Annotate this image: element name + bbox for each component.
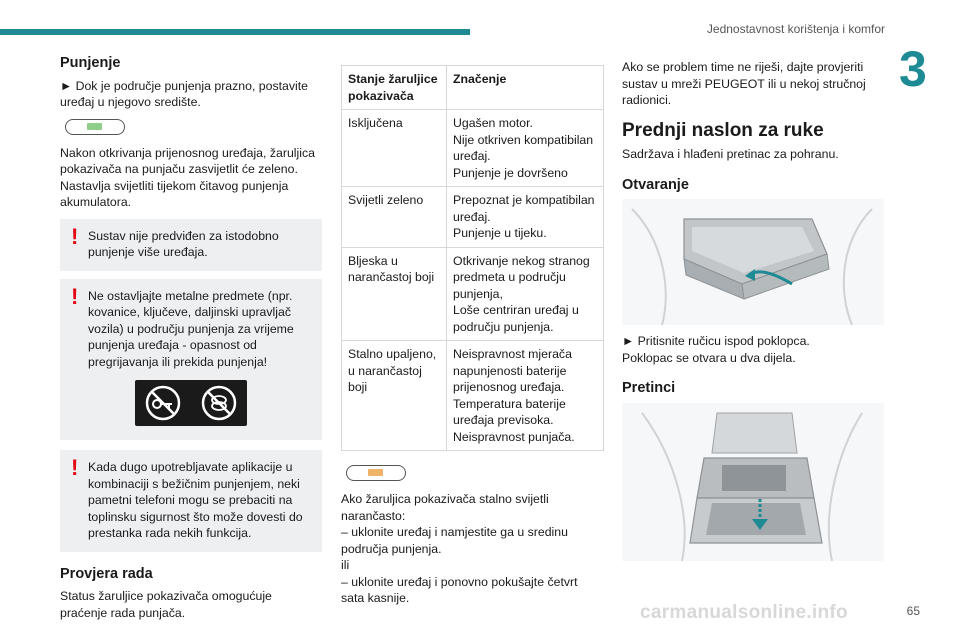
column-right: Ako se problem time ne riješi, dajte pro… (622, 59, 884, 569)
warning-text: Sustav nije predviđen za istodobno punje… (88, 228, 279, 260)
table-cell-meaning: Prepoznat je kompatibilan uređaj. Punjen… (446, 186, 604, 248)
paragraph: ili (341, 558, 350, 572)
warning-icon: ! (71, 223, 79, 249)
warning-text: Ne ostavljajte metalne predmete (npr. ko… (88, 288, 294, 369)
column-middle: Stanje žaruljice pokazivača Značenje Isk… (341, 65, 604, 615)
table-row: Bljeska u narančastoj boji Otkrivanje ne… (341, 246, 604, 341)
table-cell-meaning: Ugašen motor. Nije otkriven kompatibilan… (446, 109, 604, 187)
paragraph: ► Dok je područje punjenja prazno, posta… (60, 78, 309, 110)
paragraph: Nakon otkrivanja prijenosnog uređaja, ža… (60, 145, 315, 210)
header-accent-bar (0, 29, 470, 35)
warning-pictogram (70, 380, 312, 426)
paragraph: Ako se problem time ne riješi, dajte pro… (622, 60, 866, 107)
column-left: Punjenje ► Dok je područje punjenja praz… (60, 55, 322, 629)
warning-box: ! Ne ostavljajte metalne predmete (npr. … (60, 278, 322, 440)
watermark: carmanualsonline.info (640, 602, 848, 623)
led-green-icon (65, 118, 125, 135)
warning-text: Kada dugo upotrebljavate aplikacije u ko… (88, 460, 303, 540)
section-title-pretinci: Pretinci (622, 380, 676, 396)
paragraph: Status žaruljice pokazivača omogućuje pr… (60, 589, 272, 620)
page-number: 65 (906, 604, 920, 618)
section-title-armrest: Prednji naslon za ruke (622, 119, 824, 141)
paragraph: ► Pritisnite ručicu ispod poklopca. (622, 334, 810, 348)
section-title-otvaranje: Otvaranje (622, 176, 689, 193)
warning-box: ! Sustav nije predviđen za istodobno pun… (60, 218, 322, 271)
paragraph: Poklopac se otvara u dva dijela. (622, 350, 796, 365)
paragraph: – uklonite uređaj i namjestite ga u sred… (341, 525, 568, 556)
table-cell-state: Isključena (341, 109, 447, 187)
table-header-row: Stanje žaruljice pokazivača Značenje (341, 65, 604, 110)
status-table: Stanje žaruljice pokazivača Značenje Isk… (341, 65, 604, 451)
table-header-state: Stanje žaruljice pokazivača (341, 65, 447, 110)
warning-box: ! Kada dugo upotrebljavate aplikacije u … (60, 450, 322, 552)
paragraph: Sadržava i hlađeni pretinac za pohranu. (622, 147, 839, 161)
table-cell-meaning: Neispravnost mjerača napunjenosti bateri… (446, 340, 604, 451)
section-title-provjera: Provjera rada (60, 565, 153, 582)
table-header-meaning: Značenje (446, 65, 604, 110)
paragraph: Ako žaruljica pokazivača stalno svijetli… (341, 492, 549, 523)
warning-icon: ! (71, 283, 79, 309)
table-row: Isključena Ugašen motor. Nije otkriven k… (341, 109, 604, 187)
warning-icon: ! (71, 455, 79, 480)
table-row: Stalno upaljeno, u narančastoj boji Neis… (341, 340, 604, 451)
no-keys-icon (145, 385, 181, 421)
table-cell-meaning: Otkrivanje nekog stranog predmeta u podr… (446, 246, 604, 341)
table-row: Svijetli zeleno Prepoznat je kompatibila… (341, 186, 604, 248)
storage-compartment-illustration (622, 402, 884, 561)
table-cell-state: Stalno upaljeno, u narančastoj boji (341, 340, 447, 451)
no-coins-icon (201, 385, 237, 421)
paragraph: – uklonite uređaj i ponovno pokušajte če… (341, 574, 578, 606)
header-title: Jednostavnost korištenja i komfor (706, 22, 885, 36)
section-title-punjenje: Punjenje (60, 55, 121, 71)
chapter-number: 3 (899, 41, 927, 97)
table-cell-state: Bljeska u narančastoj boji (341, 246, 447, 341)
led-orange-icon (346, 465, 406, 481)
armrest-opening-illustration (622, 199, 884, 325)
table-cell-state: Svijetli zeleno (341, 186, 447, 248)
